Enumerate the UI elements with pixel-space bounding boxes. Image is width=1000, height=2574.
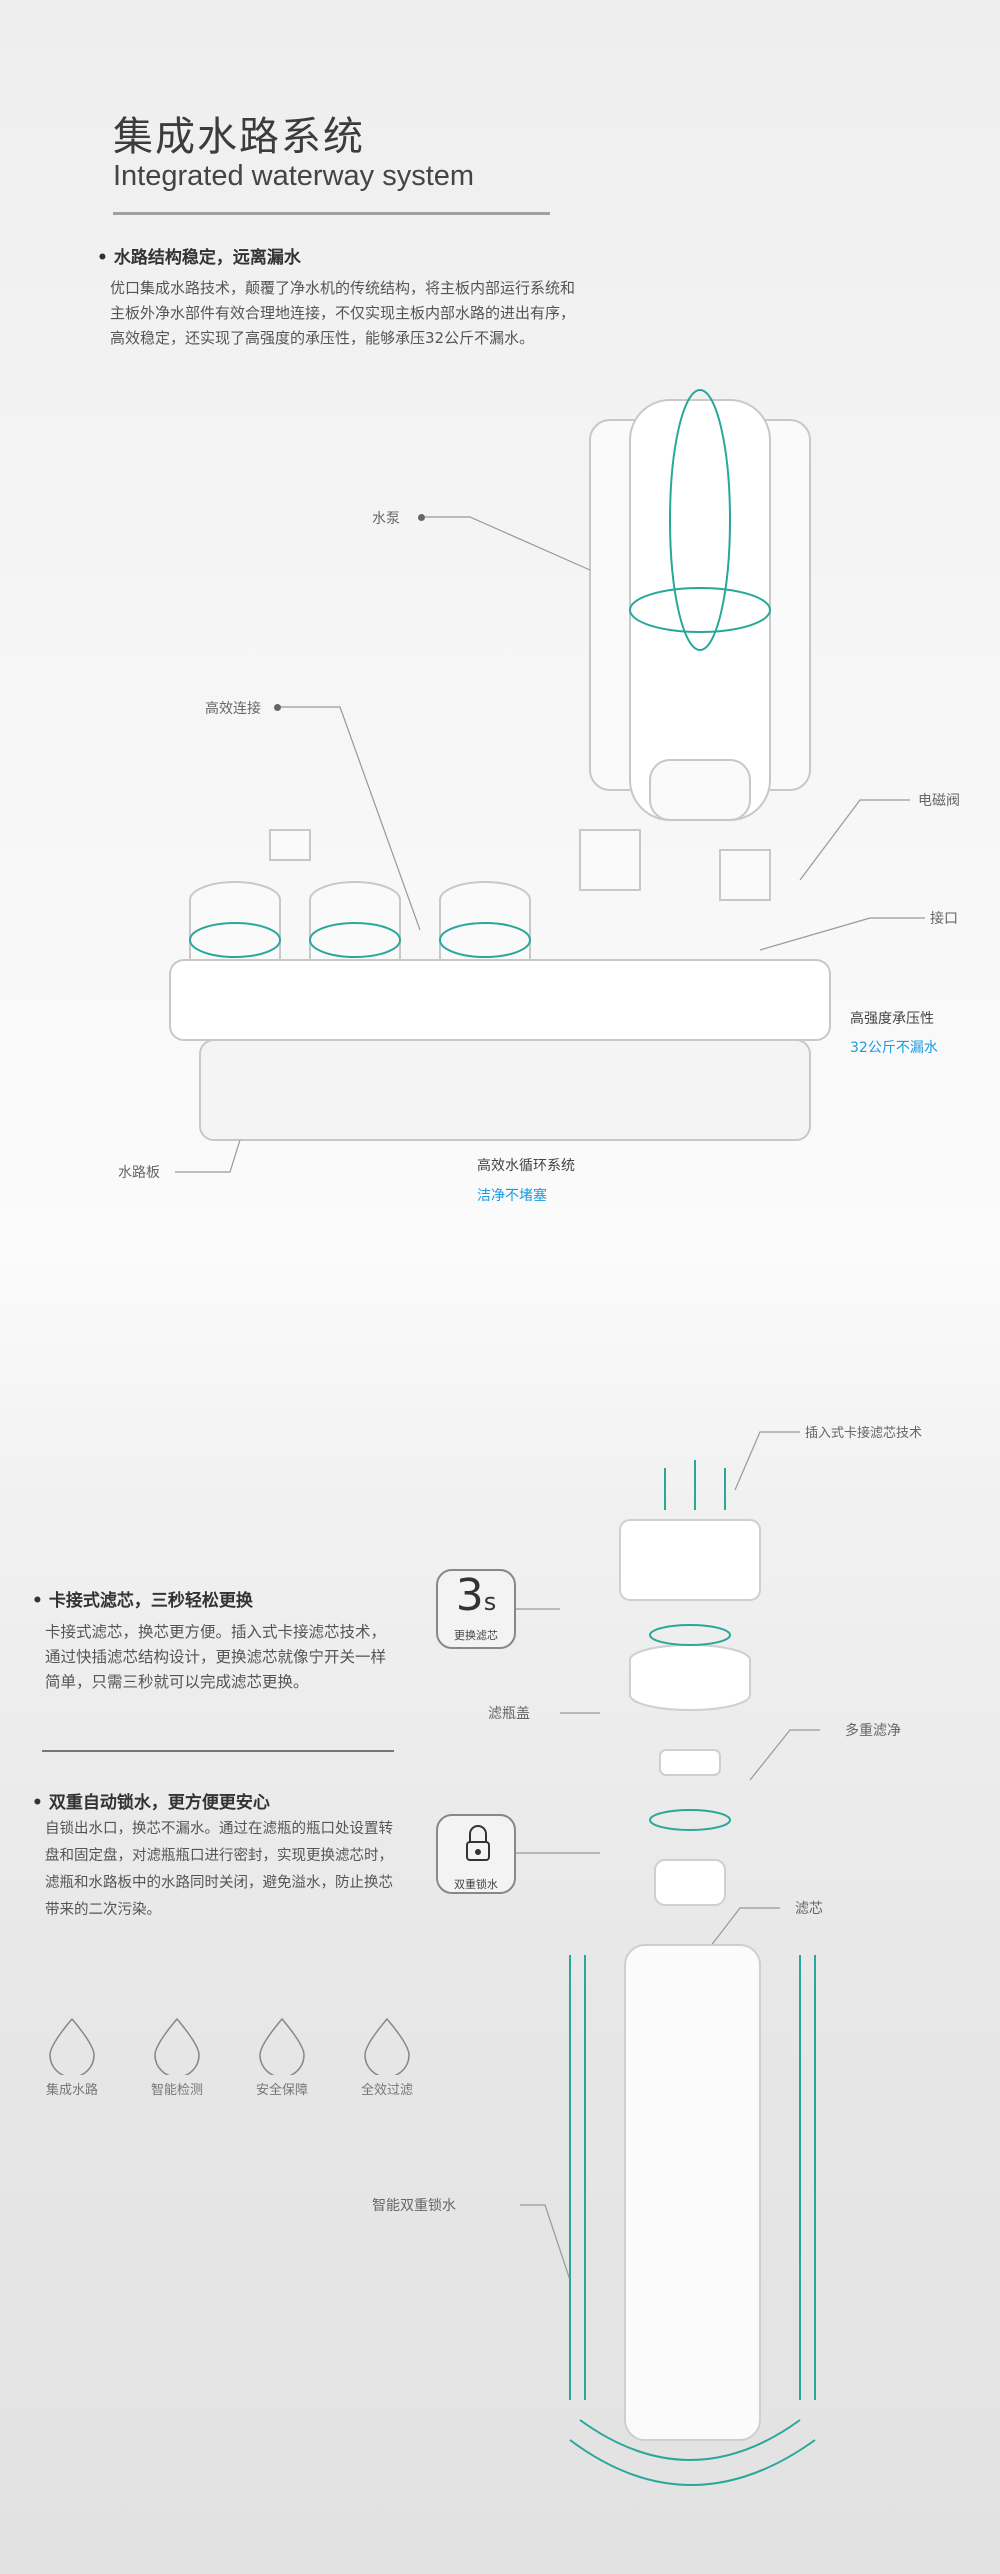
feature-filtration: 全效过滤 xyxy=(337,2015,437,2098)
section3-heading: 双重自动锁水，更方便更安心 xyxy=(32,1788,270,1813)
lock-badge: 双重锁水 xyxy=(436,1814,516,1894)
label-lock: 智能双重锁水 xyxy=(372,2198,456,2214)
label-cap: 滤瓶盖 xyxy=(488,1706,530,1722)
3s-badge: 3s 更换滤芯 xyxy=(436,1569,516,1649)
label-board: 水路板 xyxy=(118,1165,160,1181)
badge-number: 3 xyxy=(455,1570,484,1621)
label-multi: 多重滤净 xyxy=(845,1723,901,1739)
section2-heading: 卡接式滤芯，三秒轻松更换 xyxy=(32,1586,253,1611)
section3-body: 自锁出水口，换芯不漏水。通过在滤瓶的瓶口处设置转盘和固定盘，对滤瓶瓶口进行密封，… xyxy=(45,1821,393,1918)
section1-heading: 水路结构稳定，远离漏水 xyxy=(97,243,301,268)
badge-label: 更换滤芯 xyxy=(454,1629,498,1642)
title-divider xyxy=(113,212,550,215)
label-connection: 高效连接 xyxy=(205,701,261,717)
safety-icon xyxy=(259,2017,305,2078)
label-core: 滤芯 xyxy=(795,1901,823,1917)
leader-pump xyxy=(425,516,591,571)
badge-unit: s xyxy=(483,1588,497,1616)
lock-icon xyxy=(466,1825,490,1861)
feature-detection: 智能检测 xyxy=(127,2015,227,2098)
label-port: 接口 xyxy=(930,911,958,927)
section-divider xyxy=(42,1750,394,1752)
label-tech: 插入式卡接滤芯技术 xyxy=(805,1426,923,1441)
feature-icons: 集成水路 智能检测 安全保障 全效过滤 xyxy=(22,2015,442,2115)
label-pressure: 高强度承压性 xyxy=(850,1011,934,1027)
label-pump: 水泵 xyxy=(372,511,400,527)
pump-dot-icon xyxy=(418,514,425,521)
lock-badge-label: 双重锁水 xyxy=(454,1878,498,1891)
section2-body: 卡接式滤芯，换芯更方便。插入式卡接滤芯技术，通过快插滤芯结构设计，更换滤芯就像宁… xyxy=(45,1623,387,1691)
page-title: 集成水路系统 xyxy=(113,114,365,160)
label-valve: 电磁阀 xyxy=(918,793,960,809)
label-circulation-sub: 洁净不堵塞 xyxy=(477,1188,547,1204)
label-pressure-sub: 32公斤不漏水 xyxy=(850,1040,938,1056)
feature-integrated: 集成水路 xyxy=(22,2015,122,2098)
integrated-waterway-icon xyxy=(49,2017,95,2078)
waterway-diagram xyxy=(169,389,925,1173)
smart-detection-icon xyxy=(154,2017,200,2078)
connection-dot-icon xyxy=(274,704,281,711)
section1-body: 优口集成水路技术，颠覆了净水机的传统结构，将主板内部运行系统和主板外净水部件有效… xyxy=(110,279,576,347)
full-filtration-icon xyxy=(364,2017,410,2078)
label-circulation: 高效水循环系统 xyxy=(477,1158,575,1174)
feature-safety: 安全保障 xyxy=(232,2015,332,2098)
page-subtitle: Integrated waterway system xyxy=(113,160,475,192)
